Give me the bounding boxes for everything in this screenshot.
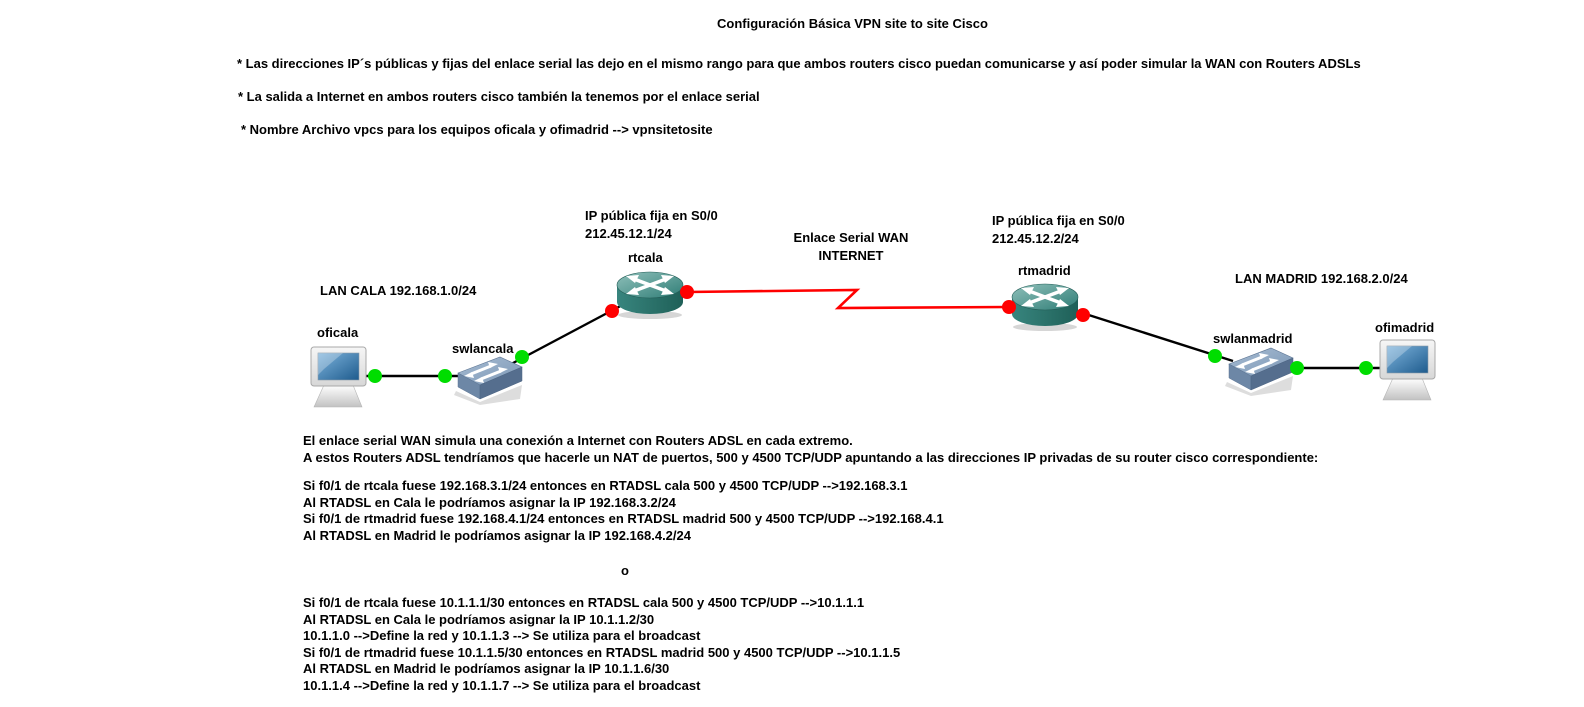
note-line: * Las direcciones IP´s públicas y fijas …: [237, 56, 1361, 71]
router-rtcala-icon[interactable]: [615, 270, 685, 321]
or-separator: o: [621, 563, 629, 578]
wan-ip-right-label: IP pública fija en S0/0 212.45.12.2/24: [992, 212, 1125, 248]
link-rtmadrid-swlanmadrid[interactable]: [1072, 308, 1234, 363]
serial-wan-label: Enlace Serial WAN INTERNET: [766, 229, 936, 265]
lan-madrid-label: LAN MADRID 192.168.2.0/24: [1235, 271, 1408, 286]
port-status-dot-green: [1359, 361, 1373, 375]
intro-paragraph: El enlace serial WAN simula una conexión…: [303, 433, 1318, 466]
port-status-dot-green: [368, 369, 382, 383]
switch-swlancala-icon[interactable]: [452, 355, 524, 407]
port-status-dot-red: [605, 304, 619, 318]
node-label-oficala: oficala: [317, 325, 359, 340]
lan-cala-label: LAN CALA 192.168.1.0/24: [320, 283, 477, 298]
wan-ip-right-line1: IP pública fija en S0/0: [992, 213, 1125, 228]
text-line: Si f0/1 de rtmadrid fuese 192.168.4.1/24…: [303, 511, 944, 526]
port-status-dot-red: [1002, 300, 1016, 314]
wan-ip-left-line1: IP pública fija en S0/0: [585, 208, 718, 223]
text-line: Si f0/1 de rtmadrid fuese 10.1.1.5/30 en…: [303, 644, 901, 660]
wan-ip-right-line2: 212.45.12.2/24: [992, 231, 1079, 246]
text-line: Si f0/1 de rtcala fuese 10.1.1.1/30 ento…: [303, 595, 865, 610]
text-line: 10.1.1.0 -->Define la red y 10.1.1.3 -->…: [303, 628, 701, 643]
page-title: Configuración Básica VPN site to site Ci…: [717, 16, 988, 31]
nat-option2-paragraph: Si f0/1 de rtcala fuese 10.1.1.1/30 ento…: [303, 595, 900, 694]
switch-swlanmadrid-icon[interactable]: [1223, 346, 1295, 398]
note-line: * Nombre Archivo vpcs para los equipos o…: [241, 122, 713, 137]
pc-oficala-icon[interactable]: [310, 346, 367, 408]
node-label-swlancala: swlancala: [452, 341, 514, 356]
pc-ofimadrid-icon[interactable]: [1379, 339, 1436, 401]
text-line: Al RTADSL en Madrid le podríamos asignar…: [303, 527, 691, 543]
text-line: Si f0/1 de rtcala fuese 192.168.3.1/24 e…: [303, 478, 908, 493]
text-line: Al RTADSL en Cala le podríamos asignar l…: [303, 611, 655, 627]
router-rtmadrid-icon[interactable]: [1010, 282, 1080, 333]
port-status-dot-green: [438, 369, 452, 383]
text-line: Al RTADSL en Madrid le podríamos asignar…: [303, 661, 670, 676]
text-line: A estos Routers ADSL tendríamos que hace…: [303, 449, 1319, 465]
port-status-dot-green: [1290, 361, 1304, 375]
port-status-dot-red: [1076, 308, 1090, 322]
note-line: * La salida a Internet en ambos routers …: [238, 89, 760, 104]
node-label-rtmadrid: rtmadrid: [1018, 263, 1071, 278]
wan-ip-left-line2: 212.45.12.1/24: [585, 226, 672, 241]
port-status-dot-green: [1208, 349, 1222, 363]
serial-wan-line2: INTERNET: [818, 248, 884, 263]
port-status-dot-green: [515, 350, 529, 364]
text-line: Al RTADSL en Cala le podríamos asignar l…: [303, 494, 676, 510]
text-line: El enlace serial WAN simula una conexión…: [303, 433, 853, 448]
node-label-ofimadrid: ofimadrid: [1375, 320, 1435, 335]
text-line: 10.1.1.4 -->Define la red y 10.1.1.7 -->…: [303, 677, 701, 693]
serial-wan-line1: Enlace Serial WAN: [793, 230, 909, 245]
wan-ip-left-label: IP pública fija en S0/0 212.45.12.1/24: [585, 207, 718, 243]
port-status-dot-red: [680, 285, 694, 299]
link-serial-wan[interactable]: [686, 288, 1010, 310]
node-label-swlanmadrid: swlanmadrid: [1213, 331, 1293, 346]
nat-option1-paragraph: Si f0/1 de rtcala fuese 192.168.3.1/24 e…: [303, 478, 944, 544]
node-label-rtcala: rtcala: [628, 250, 663, 265]
